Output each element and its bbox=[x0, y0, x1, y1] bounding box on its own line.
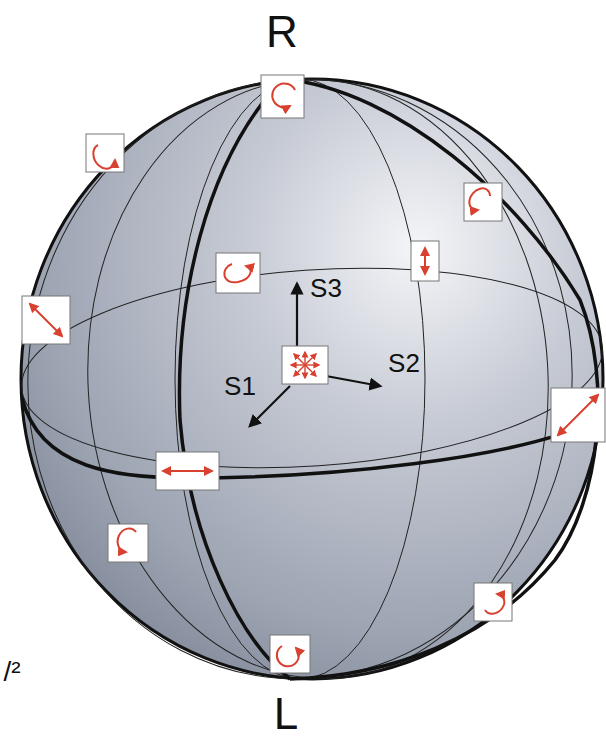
sphere-body bbox=[21, 79, 603, 679]
grid-lines bbox=[8, 61, 606, 697]
axis-label: S3 bbox=[310, 275, 342, 301]
axis-label: S2 bbox=[388, 350, 420, 376]
pole-label: R bbox=[266, 10, 298, 54]
great-circles bbox=[22, 79, 601, 679]
axis-label: S1 bbox=[224, 373, 256, 399]
stokes-axes bbox=[250, 284, 380, 426]
fragment-label: /² bbox=[3, 658, 20, 686]
polarization-icons bbox=[22, 75, 605, 673]
pole-label: L bbox=[274, 692, 298, 736]
